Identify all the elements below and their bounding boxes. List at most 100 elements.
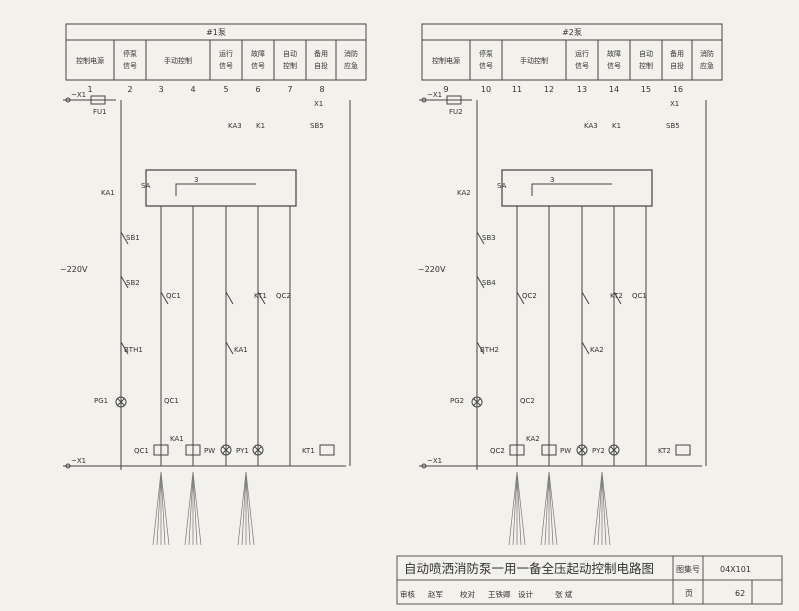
qc-aux-label: QC1 bbox=[166, 292, 181, 300]
terminal-fan bbox=[516, 471, 526, 546]
title-row-cell: 审核 bbox=[400, 589, 415, 599]
header-label: 运行 bbox=[219, 49, 233, 58]
terminal-fan bbox=[512, 471, 518, 546]
terminal bbox=[421, 463, 427, 469]
header-label: 控制 bbox=[639, 61, 653, 70]
fuse-label: FU2 bbox=[449, 108, 463, 116]
ka-coil bbox=[185, 444, 201, 456]
bus-top-label: ~X1 bbox=[71, 91, 86, 99]
selector-symbol bbox=[531, 183, 612, 196]
header-label: 停泵 bbox=[479, 49, 493, 58]
column-number: 9 bbox=[443, 85, 448, 94]
header-label: 自动 bbox=[283, 49, 297, 58]
qc-coil-contact-label: QC1 bbox=[164, 397, 179, 405]
terminal-fan bbox=[516, 471, 522, 546]
header-label: 消防 bbox=[700, 49, 714, 58]
pw-label: PW bbox=[560, 447, 571, 455]
terminal-fan bbox=[160, 471, 166, 546]
thermal-label: BTH2 bbox=[480, 346, 499, 354]
ka-coil bbox=[541, 444, 557, 456]
header-label: 自投 bbox=[314, 61, 328, 70]
py-lamp-cross bbox=[610, 446, 618, 454]
pg-lamp-label: PG1 bbox=[94, 397, 108, 405]
switch-contact bbox=[516, 291, 525, 305]
sb5-label: SB5 bbox=[310, 122, 324, 130]
title-row-cell: 校对 bbox=[460, 589, 475, 599]
column-number: 12 bbox=[544, 85, 554, 94]
title-block: 自动喷洒消防泵一用一备全压起动控制电路图 图集号 04X101 页 62 审核赵… bbox=[396, 555, 783, 605]
ka-contact-label: KA1 bbox=[234, 346, 248, 354]
header-label: 信号 bbox=[219, 61, 233, 70]
header-label: 信号 bbox=[479, 61, 493, 70]
terminal bbox=[421, 97, 427, 103]
fuse bbox=[446, 95, 462, 105]
terminal bbox=[65, 97, 71, 103]
terminal-fan bbox=[601, 471, 607, 546]
terminal-fan bbox=[597, 471, 603, 546]
qc-coil-label: QC1 bbox=[134, 447, 149, 455]
header-label: 信号 bbox=[607, 61, 621, 70]
fuse bbox=[90, 95, 106, 105]
title-row: 审核赵军校对王铁卿设计张 斌 bbox=[400, 589, 573, 599]
terminal-fan bbox=[540, 471, 550, 546]
selector-box bbox=[501, 169, 653, 207]
header-label: 运行 bbox=[575, 49, 589, 58]
column-number: 8 bbox=[319, 85, 324, 94]
thermal-label: BTH1 bbox=[124, 346, 143, 354]
switch-contact bbox=[160, 291, 169, 305]
qc-coil-label: QC2 bbox=[490, 447, 505, 455]
page-number: 62 bbox=[735, 589, 745, 598]
selector-position: 3 bbox=[194, 176, 198, 184]
selector-symbol bbox=[175, 183, 256, 196]
terminal-fan bbox=[245, 471, 255, 546]
column-number: 13 bbox=[577, 85, 587, 94]
column-number: 6 bbox=[255, 85, 260, 94]
bus-top-label: ~X1 bbox=[427, 91, 442, 99]
terminal-fan bbox=[508, 471, 518, 546]
ka-coil-label: KA2 bbox=[526, 435, 540, 443]
column-number: 14 bbox=[609, 85, 619, 94]
header-frame bbox=[65, 23, 367, 81]
qc-coil-contact-label: QC2 bbox=[520, 397, 535, 405]
pw-lamp-cross bbox=[222, 446, 230, 454]
header-label: 信号 bbox=[123, 61, 137, 70]
switch-contact bbox=[225, 341, 234, 355]
terminal-fan bbox=[548, 471, 558, 546]
terminal-fan bbox=[593, 471, 603, 546]
terminal-fan bbox=[544, 471, 550, 546]
switch-contact bbox=[581, 341, 590, 355]
header-label: 控制电源 bbox=[76, 56, 104, 65]
terminal-fan bbox=[188, 471, 194, 546]
pw-lamp bbox=[220, 444, 232, 456]
pw-label: PW bbox=[204, 447, 215, 455]
kt-coil bbox=[675, 444, 691, 456]
supply-label-left: ~220V bbox=[60, 265, 88, 274]
header-label: 手动控制 bbox=[164, 56, 192, 65]
header-frame bbox=[421, 23, 723, 81]
terminal bbox=[65, 463, 71, 469]
switch-contact bbox=[581, 291, 590, 305]
fuse-label: FU1 bbox=[93, 108, 107, 116]
header-label: 故障 bbox=[251, 49, 265, 58]
bus-bot-label: ~X1 bbox=[427, 457, 442, 465]
terminal-fan bbox=[152, 471, 162, 546]
selector-box bbox=[145, 169, 297, 207]
stop-lamp-cross bbox=[117, 398, 125, 406]
title-row-cell: 王铁卿 bbox=[488, 589, 511, 599]
terminal-fan bbox=[601, 471, 611, 546]
column-number: 7 bbox=[287, 85, 292, 94]
ka1-contact-label: KA1 bbox=[101, 189, 115, 197]
column-number: 15 bbox=[641, 85, 651, 94]
header-label: 停泵 bbox=[123, 49, 137, 58]
stop-button-label: SB1 bbox=[126, 234, 140, 242]
terminal-fan bbox=[156, 471, 162, 546]
title-row-cell: 设计 bbox=[518, 589, 533, 599]
qc-coil bbox=[509, 444, 525, 456]
kt-coil-label: KT2 bbox=[658, 447, 671, 455]
pg-lamp-label: PG2 bbox=[450, 397, 464, 405]
header-label: 信号 bbox=[575, 61, 589, 70]
qc-aux-label: QC2 bbox=[522, 292, 537, 300]
terminal-fan bbox=[192, 471, 198, 546]
